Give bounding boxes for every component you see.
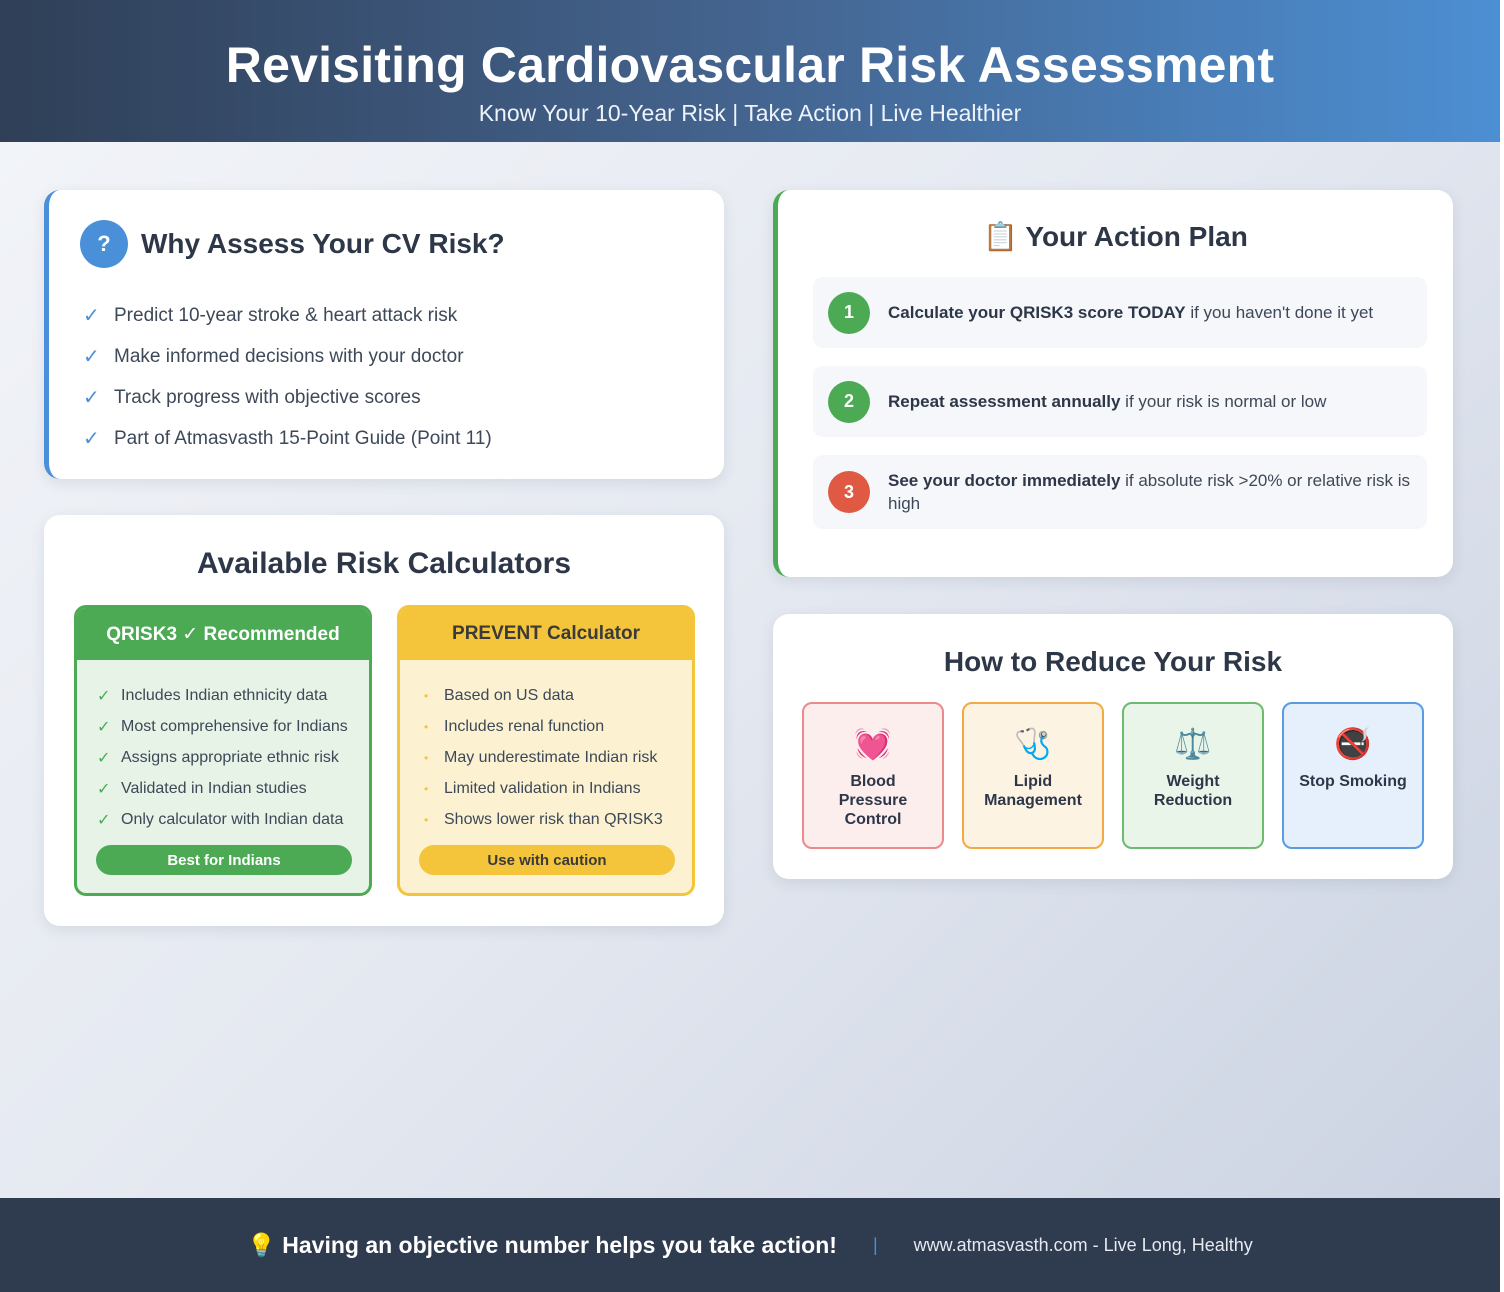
why-assess-title: Why Assess Your CV Risk? [141, 228, 505, 259]
calculators-title: Available Risk Calculators [196, 547, 572, 580]
check-icon: ✓ [97, 811, 111, 829]
tile-label: Weight Reduction [1153, 773, 1233, 809]
prevent-title: PREVENT Calculator [400, 608, 692, 660]
prevent-features: •Based on US data •Includes renal functi… [400, 660, 692, 835]
right-edge-strip [1500, 0, 1504, 1292]
footer-site: www.atmasvasth.com - Live Long, Healthy [913, 1234, 1253, 1255]
step-text: Calculate your QRISK3 score TODAY if you… [888, 303, 1374, 322]
step-text: See your doctor immediately if absolute … [888, 471, 1410, 513]
list-item: ✓Assigns appropriate ethnic risk [97, 748, 339, 767]
why-assess-list: ✓Predict 10-year stroke & heart attack r… [83, 295, 492, 459]
list-item: ✓Track progress with objective scores [83, 386, 421, 410]
heart-icon: 💓 [854, 728, 892, 761]
step-number: 2 [828, 380, 870, 423]
bullet-icon: • [424, 750, 429, 765]
bullet-icon: • [424, 812, 429, 827]
page-title: Revisiting Cardiovascular Risk Assessmen… [225, 37, 1275, 93]
tile-stop-smoking: 🚭 Stop Smoking [1282, 702, 1424, 849]
check-icon: ✓ [83, 346, 100, 368]
question-icon: ? [80, 220, 128, 268]
list-item: •Includes renal function [420, 711, 692, 742]
list-item: ✓Make informed decisions with your docto… [83, 345, 464, 369]
check-icon: ✓ [97, 718, 111, 736]
page-subtitle: Know Your 10-Year Risk | Take Action | L… [478, 100, 1022, 126]
bullet-icon: • [424, 688, 429, 703]
action-step-2: 2 Repeat assessment annually if your ris… [813, 366, 1427, 437]
check-icon: ✓ [83, 428, 100, 450]
list-item: ✓Part of Atmasvasth 15-Point Guide (Poin… [83, 427, 492, 451]
list-item: ✓Includes Indian ethnicity data [97, 686, 328, 705]
list-item: ✓Only calculator with Indian data [97, 810, 344, 829]
why-assess-header: ? Why Assess Your CV Risk? [80, 220, 505, 268]
list-item: •Shows lower risk than QRISK3 [420, 804, 692, 835]
qrisk3-panel: QRISK3 ✓ Recommended ✓Includes Indian et… [74, 605, 372, 896]
list-item: ✓Predict 10-year stroke & heart attack r… [83, 304, 458, 328]
check-icon: ✓ [97, 780, 111, 798]
list-item: •Based on US data [420, 680, 692, 711]
tile-label: Lipid Management [984, 773, 1082, 809]
check-icon: ✓ [83, 387, 100, 409]
use-with-caution-badge: Use with caution [419, 845, 675, 875]
list-item: ✓Validated in Indian studies [97, 779, 307, 798]
tile-weight-reduction: ⚖️ Weight Reduction [1122, 702, 1264, 849]
action-step-3: 3 See your doctor immediately if absolut… [813, 455, 1427, 529]
bullet-icon: • [424, 781, 429, 796]
no-smoking-icon: 🚭 [1334, 728, 1372, 761]
action-step-1: 1 Calculate your QRISK3 score TODAY if y… [813, 277, 1427, 348]
check-icon: ✓ [97, 687, 111, 705]
page-footer: 💡 Having an objective number helps you t… [0, 1198, 1500, 1292]
action-plan-card: 📋 Your Action Plan 1 Calculate your QRIS… [773, 190, 1453, 577]
tile-label: Blood Pressure Control [838, 773, 908, 828]
tile-label: Stop Smoking [1299, 773, 1407, 790]
why-assess-card: ? Why Assess Your CV Risk? ✓Predict 10-y… [44, 190, 724, 479]
footer-message: 💡 Having an objective number helps you t… [247, 1231, 837, 1258]
tile-blood-pressure: 💓 Blood Pressure Control [802, 702, 944, 849]
step-number: 3 [828, 471, 870, 513]
step-text: Repeat assessment annually if your risk … [888, 392, 1327, 411]
tile-lipid-management: 🩺 Lipid Management [962, 702, 1104, 849]
reduce-risk-card: How to Reduce Your Risk 💓 Blood Pressure… [773, 614, 1453, 879]
step-number: 1 [828, 291, 870, 334]
stethoscope-icon: 🩺 [1014, 728, 1052, 761]
check-icon: ✓ [83, 305, 100, 327]
bullet-icon: • [424, 719, 429, 734]
reduce-risk-title: How to Reduce Your Risk [943, 646, 1283, 677]
prevent-panel: PREVENT Calculator •Based on US data •In… [397, 605, 695, 896]
best-for-indians-badge: Best for Indians [96, 845, 352, 875]
scales-icon: ⚖️ [1174, 728, 1212, 761]
qrisk3-features: ✓Includes Indian ethnicity data ✓Most co… [77, 660, 369, 835]
qrisk3-title: QRISK3 ✓ Recommended [77, 608, 369, 660]
list-item: •May underestimate Indian risk [420, 742, 692, 773]
action-plan-title: 📋 Your Action Plan [983, 221, 1248, 252]
check-icon: ✓ [97, 749, 111, 767]
list-item: ✓Most comprehensive for Indians [97, 717, 348, 736]
risk-calculators-card: Available Risk Calculators QRISK3 ✓ Reco… [44, 515, 724, 926]
footer-separator: | [872, 1234, 878, 1255]
page-header: Revisiting Cardiovascular Risk Assessmen… [0, 0, 1500, 142]
list-item: •Limited validation in Indians [420, 773, 692, 804]
